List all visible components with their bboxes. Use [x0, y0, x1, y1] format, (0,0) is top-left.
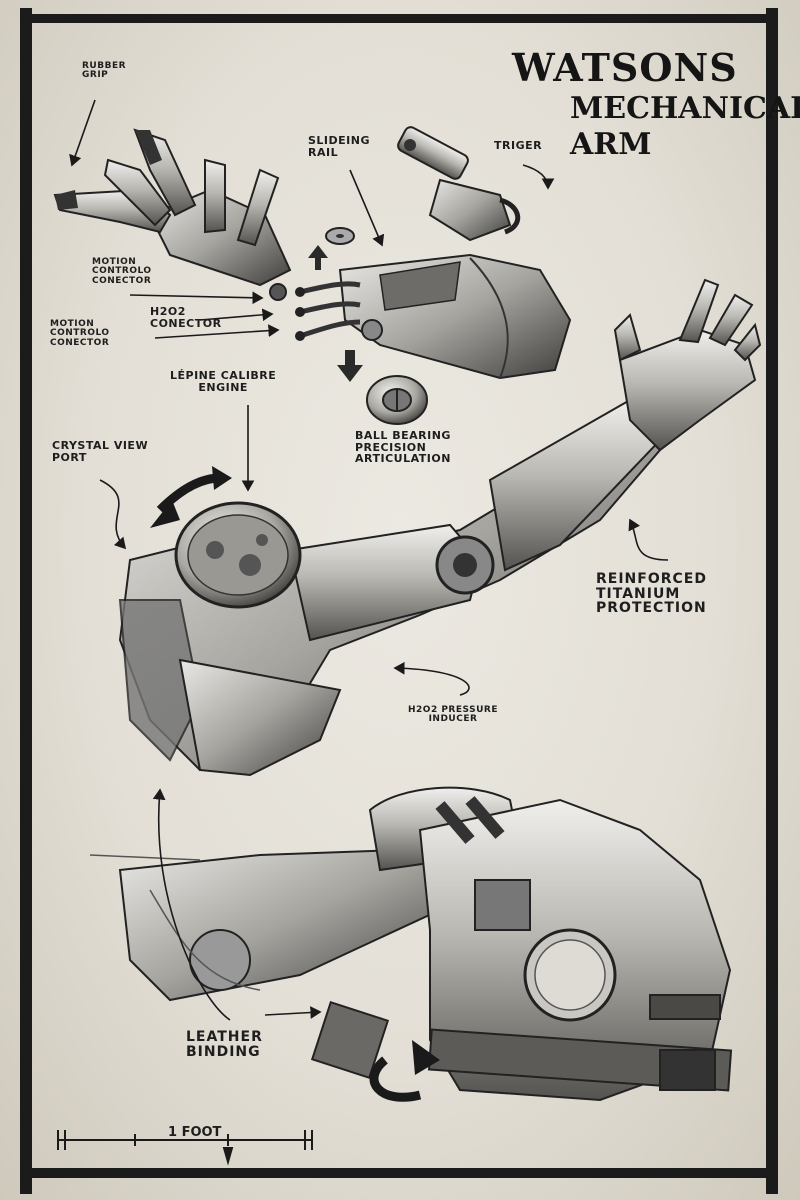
- title-line-2: Mechanical: [570, 91, 800, 126]
- callout-motion-connector-2: Motion controlo conector: [50, 319, 110, 348]
- callout-motion-connector-1: Motion controlo conector: [92, 257, 152, 286]
- title-line-1: Watsons: [512, 45, 738, 90]
- callout-rubber-grip: Rubber Grip: [82, 61, 127, 81]
- mechanical-hand-drawing: [53, 128, 292, 301]
- forearm-section-drawing: [295, 253, 572, 380]
- callout-slideing-rail: Slideing Rail: [308, 134, 370, 159]
- page-border: [20, 8, 778, 1194]
- callout-ball-bearing: Ball bearing precision articulation: [355, 429, 451, 466]
- callout-leather-binding: Leather Binding: [186, 1029, 263, 1060]
- shoulder-harness-drawing: [89, 786, 733, 1102]
- callout-reinforced-titanium: Reinforced Titanium Protection: [596, 571, 707, 617]
- ball-bearing-part: [366, 375, 428, 425]
- title-line-3: Arm: [570, 127, 652, 162]
- callout-h2o2-connector: H2o2 Conector: [150, 305, 222, 330]
- up-arrow: [308, 245, 328, 270]
- callout-crystal-view-port: Crystal View Port: [52, 439, 149, 464]
- rotation-arrow: [150, 466, 232, 528]
- callout-triger: Triger: [494, 139, 543, 152]
- washer-part: [325, 227, 355, 245]
- trigger-assembly-drawing: [397, 126, 520, 242]
- callout-lepine-engine: Lépine Calibre Engine: [170, 369, 277, 394]
- down-arrow: [337, 350, 363, 382]
- leader-lines: [69, 99, 669, 1021]
- strap-rotation-arrow: [369, 1040, 440, 1102]
- scale-bar: [57, 1130, 313, 1166]
- scale-label: 1 Foot: [168, 1125, 222, 1140]
- callout-h2o2-pressure: H2o2 Pressure Inducer: [408, 705, 498, 725]
- full-arm-drawing: [118, 278, 762, 777]
